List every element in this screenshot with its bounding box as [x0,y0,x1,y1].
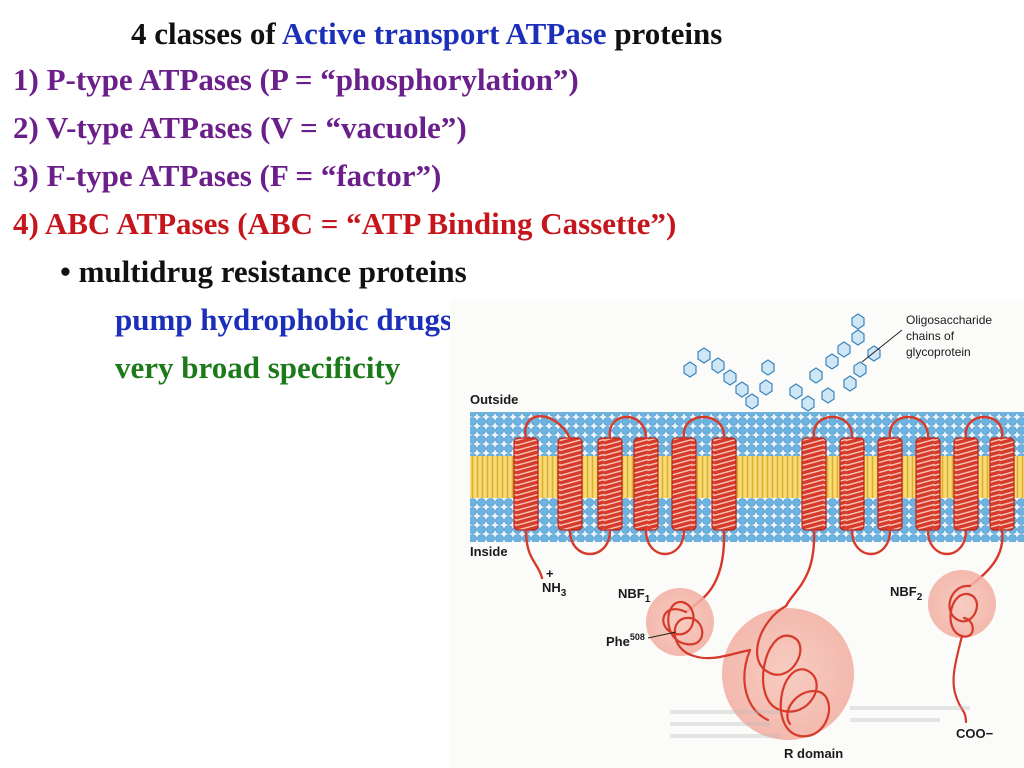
nbf2-domain [928,570,996,638]
title-highlight: Active transport ATPase [281,16,607,51]
nbf2-label: NBF2 [890,584,923,603]
abc-transporter-diagram: Outside Inside Oligosaccharide chains of… [450,300,1024,768]
coo-label: COO− [956,726,994,741]
oligo-label-line1: Oligosaccharide [906,313,992,327]
item-v-type: 2) V-type ATPases (V = “vacuole”) [13,110,467,146]
faded-background-text [670,706,970,738]
sub-specificity: very broad specificity [115,350,401,385]
item-p-type: 1) P-type ATPases (P = “phosphorylation”… [13,62,579,98]
sugar-chain-left [683,347,775,410]
transmembrane-helices [513,437,1015,531]
phe-superscript: 508 [630,632,645,642]
item-suffix: ) [665,206,677,241]
oligo-pointer-line [861,329,903,363]
slide-title: 4 classes of Active transport ATPase pro… [131,16,722,52]
nbf1-text: NBF [618,586,645,601]
cytoplasmic-domains [646,570,996,740]
item-term: “ATP Binding Cassette” [346,206,666,241]
item-abc-type: 4) ABC ATPases (ABC = “ATP Binding Casse… [13,206,676,242]
nbf1-label: NBF1 [618,586,651,605]
bullet-multidrug: • multidrug resistance proteins [60,254,467,289]
item-prefix: 1) P-type ATPases (P = [13,62,321,97]
oligosaccharide-chains [683,313,881,412]
oligo-label: Oligosaccharide chains of glycoprotein [906,313,992,359]
item-suffix: ) [456,110,467,145]
phe-pointer [647,631,677,639]
title-part1: 4 classes of [131,16,282,51]
item-prefix: 2) V-type ATPases (V = [13,110,326,145]
phe-label: Phe508 [606,632,645,649]
nh3-plus: + [546,566,554,581]
nh3-label: NH3 [542,580,567,599]
nh3-text: NH [542,580,561,595]
nbf2-subscript: 2 [917,592,923,603]
nbf2-text: NBF [890,584,917,599]
item-prefix: 3) F-type ATPases (F = [13,158,321,193]
title-part3: proteins [606,16,723,51]
nh3-subscript: 3 [561,588,567,599]
lipid-bilayer [470,412,1024,542]
item-f-type: 3) F-type ATPases (F = “factor”) [13,158,441,194]
item-term: “vacuole” [325,110,457,145]
inside-label: Inside [470,544,508,559]
nbf1-domain [646,588,714,656]
item-term: “factor” [320,158,431,193]
oligo-label-line2: chains of [906,329,955,343]
oligo-label-line3: glycoprotein [906,345,971,359]
item-suffix: ) [430,158,442,193]
item-suffix: ) [568,62,579,97]
item-term: “phosphorylation” [320,62,569,97]
r-domain [722,608,854,740]
nbf1-subscript: 1 [645,594,651,605]
phe-text: Phe [606,634,630,649]
item-prefix: 4) ABC ATPases (ABC = [13,206,347,241]
r-domain-label: R domain [784,746,843,761]
outside-label: Outside [470,392,518,407]
